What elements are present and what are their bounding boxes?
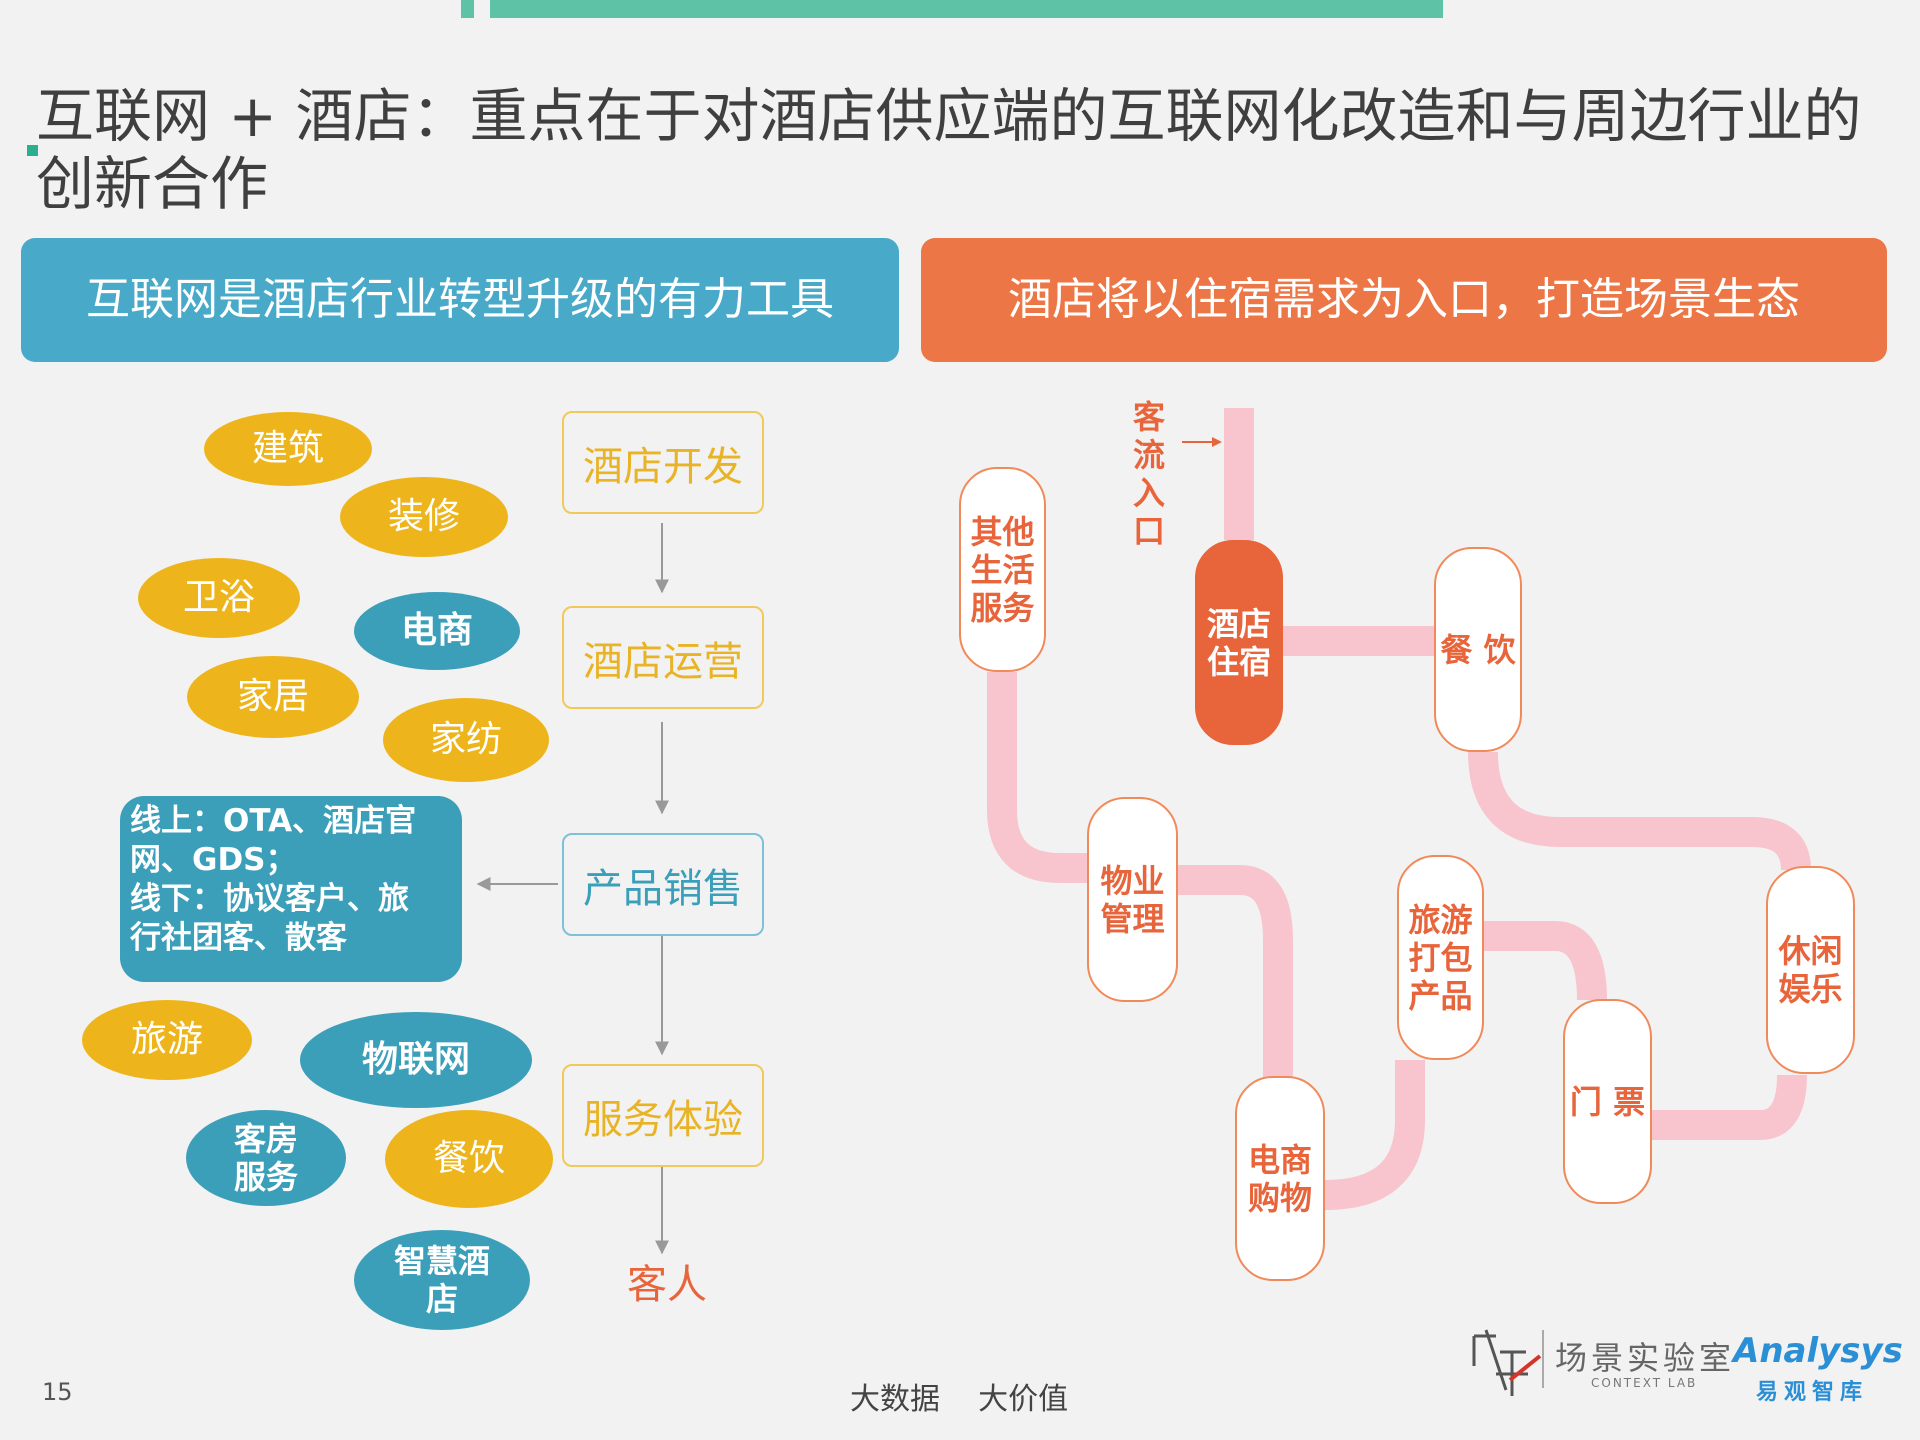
- node-tickets: 门 票: [1563, 999, 1652, 1204]
- context-lab-logo-text: 场景实验室: [1555, 1339, 1736, 1377]
- node-property-management: 物业 管理: [1087, 797, 1178, 1002]
- ellipse-ecommerce: 电商: [354, 592, 520, 670]
- banner-right: 酒店将以住宿需求为入口，打造场景生态: [921, 238, 1887, 362]
- logo-divider: [1542, 1330, 1544, 1388]
- sales-line-2: 网、GDS；: [130, 842, 297, 878]
- flow-guest: 客人: [627, 1262, 707, 1308]
- track-property-ecommerce: [1178, 865, 1293, 1078]
- sales-channels-box: 线上：OTA、酒店官 网、GDS； 线下：协议客户、旅 行社团客、散客: [120, 796, 462, 982]
- top-accent-bar-small: [461, 0, 474, 18]
- sales-line-4: 行社团客、散客: [130, 920, 347, 956]
- analysys-logo-subtext: 易观智库: [1756, 1380, 1869, 1405]
- ellipse-construction: 建筑: [204, 412, 372, 486]
- flow-product-sales: 产品销售: [562, 833, 764, 936]
- ellipse-decoration: 装修: [340, 477, 508, 557]
- entry-arrowhead: [1212, 437, 1222, 447]
- ellipse-textile: 家纺: [383, 698, 549, 782]
- track-dining-leisure: [1468, 751, 1811, 871]
- ellipse-home: 家居: [187, 656, 359, 738]
- ellipse-iot: 物联网: [300, 1012, 532, 1108]
- track-ecommerce-travel: [1324, 1060, 1425, 1210]
- title-marker: [27, 145, 38, 156]
- node-hotel-lodging: 酒店 住宿: [1195, 540, 1283, 745]
- flow-hotel-operation: 酒店运营: [562, 606, 764, 709]
- analysys-logo: Analysys: [1733, 1331, 1903, 1371]
- ellipse-bathroom: 卫浴: [138, 558, 300, 638]
- track-tickets-leisure: [1652, 1074, 1807, 1140]
- footer-slogan: 大数据 大价值: [850, 1382, 1069, 1417]
- node-leisure-entertainment: 休闲 娱乐: [1766, 866, 1855, 1074]
- ellipse-travel: 旅游: [82, 1000, 252, 1080]
- context-lab-logo-icon: [1472, 1329, 1542, 1396]
- context-lab-logo-subtext: CONTEXT LAB: [1591, 1376, 1698, 1390]
- sales-line-3: 线下：协议客户、旅: [130, 881, 409, 917]
- banner-left: 互联网是酒店行业转型升级的有力工具: [21, 238, 899, 362]
- top-accent-bar: [490, 0, 1443, 18]
- node-other-life-services: 其他 生活 服务: [959, 467, 1046, 672]
- page-title: 互联网 + 酒店：重点在于对酒店供应端的互联网化改造和与周边行业的创新合作: [36, 82, 1862, 218]
- flow-service-experience: 服务体验: [562, 1064, 764, 1167]
- ellipse-room-service: 客房 服务: [186, 1110, 346, 1206]
- node-dining: 餐 饮: [1434, 547, 1522, 752]
- page-number: 15: [42, 1378, 73, 1406]
- flow-hotel-development: 酒店开发: [562, 411, 764, 514]
- sales-line-1: 线上：OTA、酒店官: [130, 803, 417, 839]
- node-travel-package: 旅游 打包 产品: [1397, 855, 1484, 1060]
- track-travel-tickets: [1459, 921, 1607, 1001]
- node-ecommerce-shopping: 电商 购物: [1235, 1076, 1325, 1281]
- ellipse-smart-hotel: 智慧酒 店: [354, 1230, 530, 1330]
- customer-entry-label: 客流入口: [1132, 398, 1165, 550]
- track-life-property: [987, 672, 1087, 883]
- ellipse-dining: 餐饮: [385, 1110, 553, 1208]
